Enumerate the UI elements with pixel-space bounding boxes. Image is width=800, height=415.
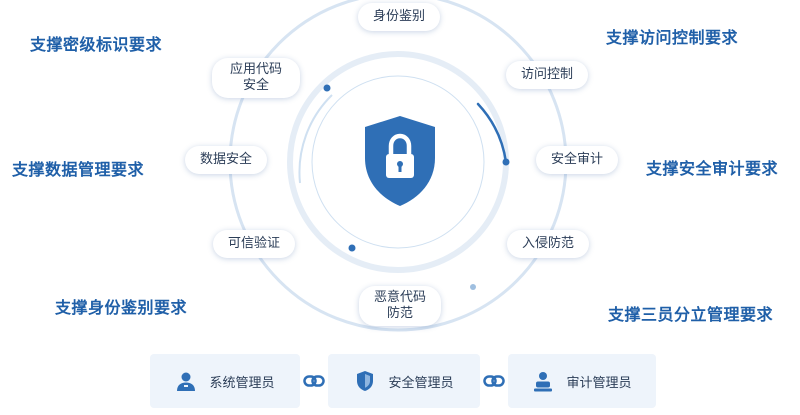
req-data-management: 支撑数据管理要求 [12, 160, 145, 179]
role-audit-admin-label: 审计管理员 [566, 375, 632, 391]
req-access-control: 支撑访问控制要求 [606, 28, 739, 47]
lock-shield-icon [365, 116, 435, 206]
role-security-admin: 安全管理员 [328, 354, 480, 408]
ring-dot-right [502, 158, 510, 166]
req-identity-authentication: 支撑身份鉴别要求 [55, 298, 188, 317]
req-three-admin-separation: 支撑三员分立管理要求 [608, 305, 774, 324]
ring-dot-bottom [348, 244, 356, 252]
user-icon [177, 372, 196, 391]
role-system-admin: 系统管理员 [150, 354, 300, 408]
role-system-admin-label: 系统管理员 [209, 375, 275, 391]
pill-security-audit: 安全审计 [536, 146, 618, 174]
pill-malicious-code-prevention: 恶意代码 防范 [359, 286, 441, 326]
ring-dot-lower-right [470, 284, 476, 290]
ring-dot-left [323, 84, 331, 92]
shield-icon [357, 371, 374, 391]
req-security-audit: 支撑安全审计要求 [646, 159, 779, 178]
role-security-admin-label: 安全管理员 [388, 375, 454, 391]
middle-ring-arc-right [476, 102, 508, 164]
link-icon [483, 375, 505, 387]
inner-ring [311, 75, 485, 249]
pill-intrusion-prevention: 入侵防范 [507, 230, 589, 258]
pill-app-code-line1: 应用代码 [229, 62, 282, 77]
pill-access-control: 访问控制 [506, 61, 588, 89]
pill-app-code-line2: 安全 [242, 78, 269, 93]
pill-malicious-line2: 防范 [386, 306, 413, 321]
pill-malicious-line1: 恶意代码 [373, 290, 426, 305]
pill-app-code-security: 应用代码 安全 [212, 58, 300, 98]
pill-trusted-verification: 可信验证 [213, 230, 295, 258]
middle-ring-arc-left [298, 94, 333, 184]
auditor-icon [534, 372, 553, 392]
req-secret-level-marking: 支撑密级标识要求 [30, 35, 163, 54]
pill-identity-authentication: 身份鉴别 [358, 3, 440, 31]
role-audit-admin: 审计管理员 [508, 354, 656, 408]
link-icon [303, 375, 325, 387]
pill-data-security: 数据安全 [185, 146, 267, 174]
